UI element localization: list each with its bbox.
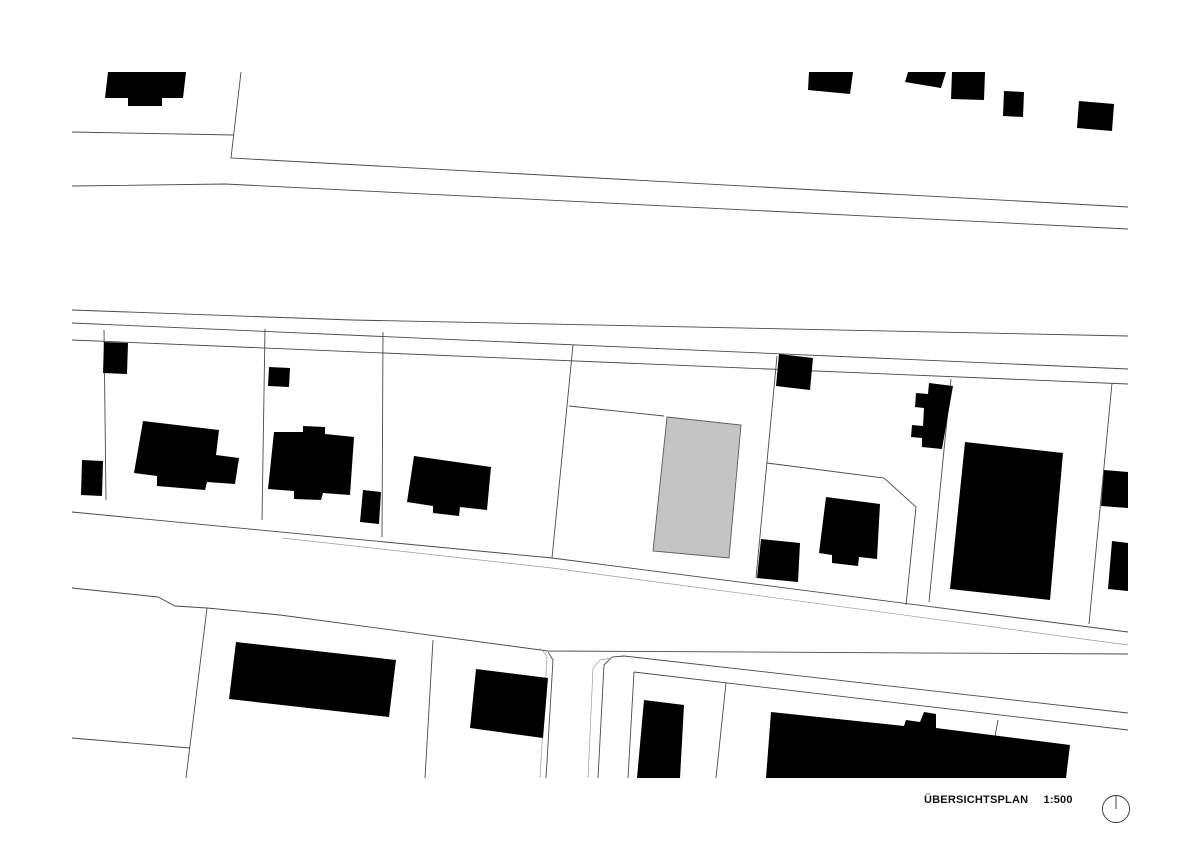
bottom-parcel-divider-4	[715, 682, 727, 779]
building	[229, 642, 396, 717]
project-site-building	[652, 416, 742, 559]
middle-block-inner-edge	[71, 339, 1129, 385]
bottom-parcel-boundary	[71, 737, 191, 749]
building	[268, 367, 290, 387]
parcel-divider-3	[381, 331, 384, 538]
plan-scale: 1:500	[1043, 794, 1073, 806]
building	[407, 456, 491, 516]
bottom-parcel-divider-2	[424, 639, 434, 779]
building	[103, 342, 128, 374]
building	[637, 700, 684, 778]
building	[819, 497, 880, 566]
north-arrow-icon	[1102, 795, 1130, 823]
top-parcel-boundary	[71, 131, 235, 136]
irregular-parcel-edge	[766, 462, 917, 606]
plan-caption: ÜBERSICHTSPLAN 1:500	[924, 794, 1073, 806]
building	[911, 383, 953, 449]
parcel-divider-5	[755, 355, 778, 579]
upper-street-south-edge	[71, 309, 1129, 337]
building	[1108, 541, 1128, 591]
lower-street-north-edge	[71, 511, 1129, 633]
project-parcel-inner-line	[568, 405, 665, 417]
lower-street-south-edge	[71, 587, 1129, 655]
side-street-west-edge	[545, 651, 554, 779]
side-street-east-edge	[597, 655, 1129, 779]
building	[81, 460, 103, 496]
building	[950, 442, 1063, 600]
parcel-divider-2	[261, 328, 266, 521]
plan-title: ÜBERSICHTSPLAN	[924, 794, 1029, 806]
top-parcel-west-edge	[230, 71, 1129, 208]
building	[1003, 91, 1024, 117]
building	[951, 72, 985, 100]
middle-block-north-edge	[71, 322, 1129, 370]
building	[757, 539, 800, 582]
parcel-divider-4	[551, 344, 574, 559]
bottom-parcel-inner-edge	[633, 671, 1129, 731]
parcel-divider-7	[1088, 382, 1113, 625]
parcel-lines	[71, 71, 1129, 779]
building	[808, 72, 853, 94]
building	[105, 72, 186, 106]
lower-street-sidewalk	[281, 537, 1129, 646]
building	[766, 712, 1070, 778]
building	[360, 490, 381, 524]
building	[470, 669, 548, 738]
building	[268, 426, 354, 500]
building	[1077, 101, 1114, 131]
buildings	[81, 72, 1128, 778]
building	[134, 421, 239, 490]
building	[1101, 470, 1128, 508]
building	[776, 354, 813, 390]
bottom-parcel-divider-3	[627, 671, 635, 779]
upper-street-north-edge	[71, 183, 1129, 230]
side-street-east-curb	[587, 657, 613, 779]
bottom-parcel-divider-1	[185, 607, 208, 779]
building	[905, 72, 946, 88]
